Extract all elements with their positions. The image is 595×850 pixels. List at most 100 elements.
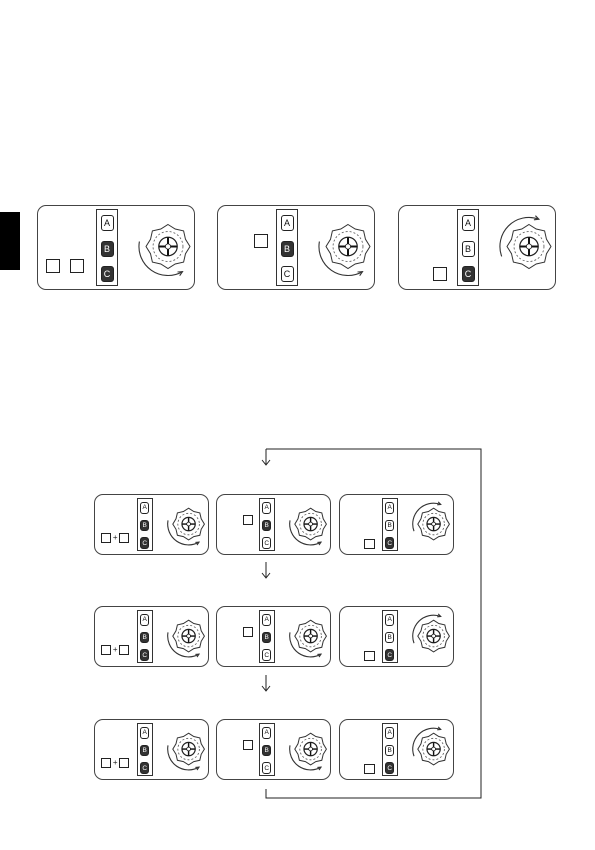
button-box-1 [46,259,60,273]
rotary-dial-icon [295,508,327,540]
key-c: C [262,537,271,549]
key-b: B [140,745,149,757]
key-b: B [385,745,394,757]
button-box-2 [119,533,129,543]
key-c: C [262,762,271,774]
key-b: B [385,632,394,644]
button-box [364,651,374,661]
rotary-dial-icon [146,225,190,269]
rotate-clockwise-arrow-icon [168,745,199,770]
rotate-clockwise-arrow-icon [139,242,183,276]
rotary-dial-icon [507,225,551,269]
key-a: A [281,215,294,231]
key-b: B [262,745,271,757]
key-a: A [385,614,394,626]
rotary-dial-icon [173,620,205,652]
button-box-2 [119,758,129,768]
button-box [243,515,253,525]
key-c: C [385,762,394,774]
key-b: B [462,241,475,257]
key-b: B [140,520,149,532]
key-a: A [262,502,271,514]
key-a: A [385,502,394,514]
rotary-dial-icon [295,733,327,765]
plus-sign: + [113,534,118,542]
key-a: A [462,215,475,231]
key-c: C [281,266,294,282]
rotary-dial-icon [418,620,450,652]
key-a: A [262,614,271,626]
rotate-counterclockwise-arrow-icon [413,614,441,643]
rotate-clockwise-arrow-icon [168,632,199,657]
rotary-dial-icon [418,508,450,540]
rotate-counterclockwise-arrow-icon [413,727,441,756]
key-a: A [262,727,271,739]
down-arrow-icon [262,562,270,578]
key-c: C [462,266,475,282]
button-box-1 [101,758,111,768]
key-a: A [140,727,149,739]
button-box [254,234,268,248]
key-c: C [385,537,394,549]
button-box [243,627,253,637]
plus-sign: + [113,759,118,767]
key-b: B [281,241,294,257]
key-c: C [140,762,149,774]
rotary-dial-icon [295,620,327,652]
button-box [364,764,374,774]
button-box [433,267,447,281]
rotate-counterclockwise-arrow-icon [500,216,539,257]
rotary-dial-icon [326,225,370,269]
key-b: B [262,520,271,532]
key-b: B [101,241,114,257]
rotate-counterclockwise-arrow-icon [413,502,441,531]
key-c: C [262,649,271,661]
rotary-dial-icon [418,733,450,765]
key-a: A [101,215,114,231]
rotate-clockwise-arrow-icon [319,242,363,276]
key-b: B [140,632,149,644]
button-box [243,740,253,750]
button-box-2 [70,259,84,273]
key-a: A [140,502,149,514]
button-box-1 [101,645,111,655]
key-c: C [140,537,149,549]
rotate-clockwise-arrow-icon [168,520,199,545]
key-c: C [101,266,114,282]
rotary-dial-icon [173,508,205,540]
rotate-clockwise-arrow-icon [290,520,321,545]
rotate-clockwise-arrow-icon [290,745,321,770]
button-box [364,539,374,549]
down-arrow-icon [262,449,270,465]
rotary-dial-icon [173,733,205,765]
plus-sign: + [113,646,118,654]
key-c: C [385,649,394,661]
key-a: A [385,727,394,739]
section-tab-marker [0,212,20,270]
key-b: B [385,520,394,532]
